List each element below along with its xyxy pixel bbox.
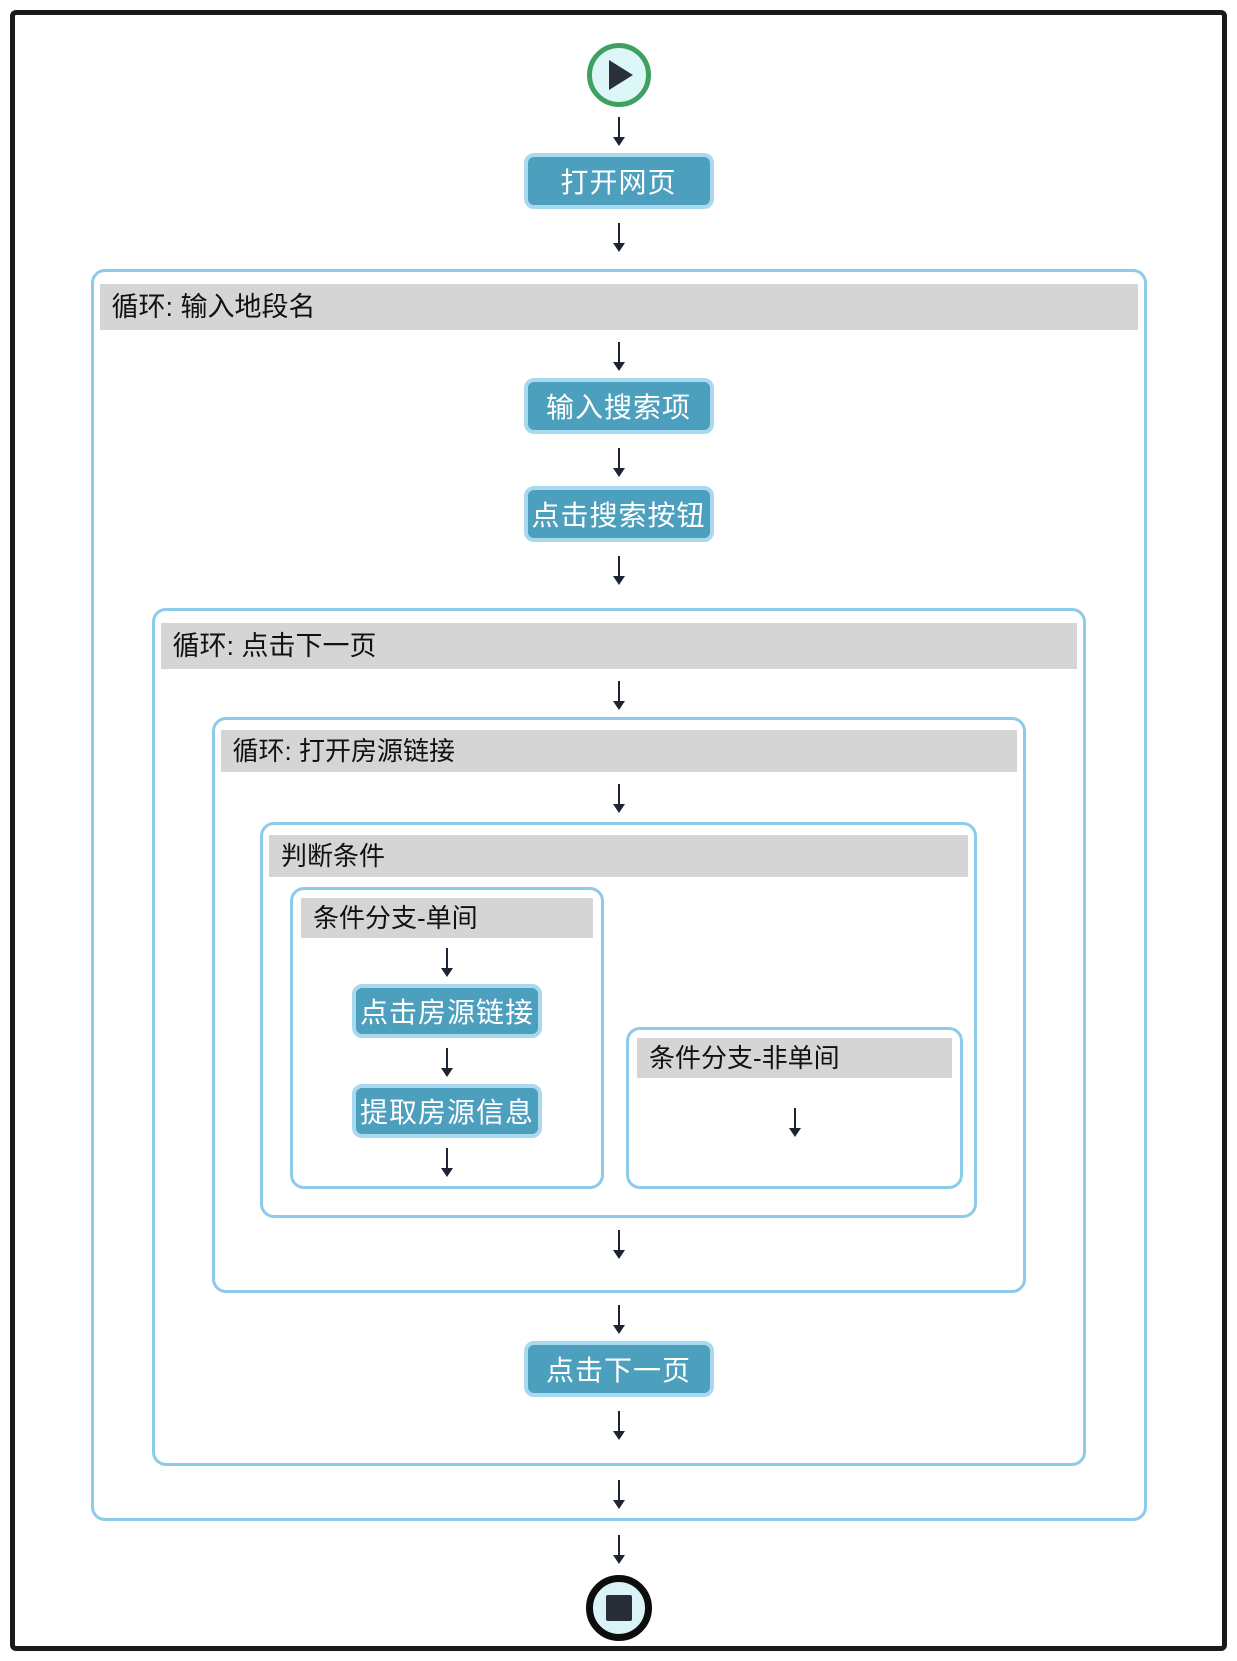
branch-container-not-single-room: 条件分支-非单间: [626, 1027, 963, 1189]
down-arrow-icon: [612, 342, 626, 372]
down-arrow-icon: [612, 1411, 626, 1441]
stop-icon: [605, 1595, 632, 1621]
branch-container-single-room: 条件分支-单间 点击房源链接 提取房源信息: [290, 887, 604, 1189]
node-open-webpage[interactable]: 打开网页: [523, 153, 714, 209]
workflow-frame: 打开网页 循环: 输入地段名 输入搜索项 点击搜索按钮 循环: 点击下一页 循环…: [10, 10, 1227, 1651]
down-arrow-icon: [612, 556, 626, 586]
down-arrow-icon: [612, 448, 626, 478]
down-arrow-icon: [440, 1148, 454, 1178]
branch-header-single-room[interactable]: 条件分支-单间: [301, 898, 593, 938]
loop-header-next-page[interactable]: 循环: 点击下一页: [160, 623, 1077, 669]
condition-branches-row: 条件分支-单间 点击房源链接 提取房源信息 条件分支-非单间: [263, 887, 974, 1189]
down-arrow-icon: [440, 948, 454, 978]
node-click-search[interactable]: 点击搜索按钮: [523, 486, 714, 542]
loop-header-open-listing[interactable]: 循环: 打开房源链接: [220, 730, 1017, 772]
down-arrow-icon: [612, 117, 626, 147]
down-arrow-icon: [612, 1480, 626, 1510]
down-arrow-icon: [788, 1108, 802, 1138]
condition-header[interactable]: 判断条件: [269, 835, 968, 877]
start-node[interactable]: [586, 43, 651, 107]
loop-header-input-district[interactable]: 循环: 输入地段名: [99, 284, 1138, 330]
down-arrow-icon: [612, 681, 626, 711]
down-arrow-icon: [612, 1535, 626, 1565]
down-arrow-icon: [612, 1230, 626, 1260]
loop-container-input-district: 循环: 输入地段名 输入搜索项 点击搜索按钮 循环: 点击下一页 循环: 打开房…: [90, 269, 1147, 1521]
node-extract-listing[interactable]: 提取房源信息: [352, 1084, 542, 1138]
down-arrow-icon: [612, 223, 626, 253]
node-input-search[interactable]: 输入搜索项: [523, 378, 714, 434]
stop-node[interactable]: [585, 1575, 652, 1641]
down-arrow-icon: [612, 1305, 626, 1335]
play-icon: [609, 60, 633, 90]
condition-container: 判断条件 条件分支-单间 点击房源链接 提取房源信息 条件分支-非单间: [260, 822, 977, 1218]
node-click-listing[interactable]: 点击房源链接: [352, 984, 542, 1038]
node-click-next-page[interactable]: 点击下一页: [523, 1341, 714, 1397]
branch-header-not-single-room[interactable]: 条件分支-非单间: [637, 1038, 952, 1078]
down-arrow-icon: [612, 784, 626, 814]
loop-container-open-listing: 循环: 打开房源链接 判断条件 条件分支-单间 点击房源链接 提取房源信息: [211, 717, 1026, 1293]
loop-container-next-page: 循环: 点击下一页 循环: 打开房源链接 判断条件 条件分支-单间 点击房源链接…: [151, 608, 1086, 1466]
down-arrow-icon: [440, 1048, 454, 1078]
